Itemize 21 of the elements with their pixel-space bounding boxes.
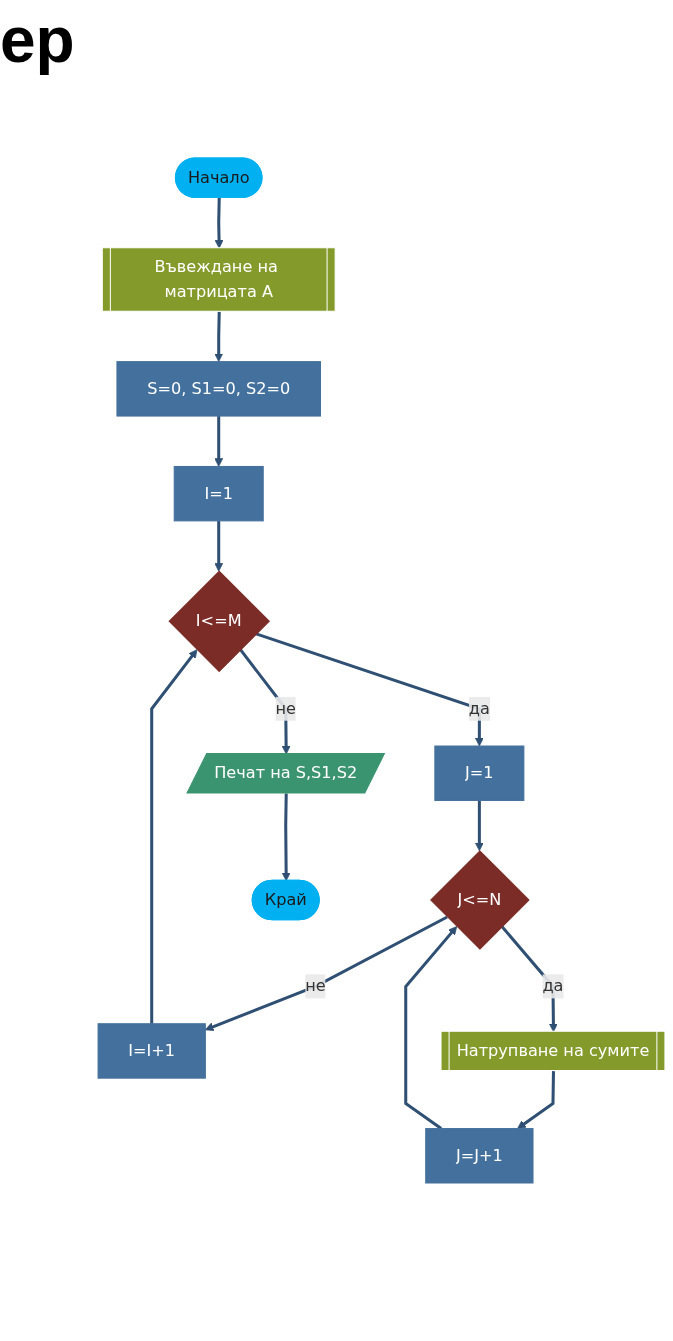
node-diamond: I<=M [168,570,270,673]
node-diamond: J<=N [430,850,530,950]
arrow [214,416,224,467]
arrow [474,800,484,852]
edge-label: не [305,976,326,996]
arrow [517,1071,555,1129]
node-box: J=1 [434,745,525,801]
arrow [404,926,458,1130]
node-box: J=J+1 [425,1128,534,1184]
edge-label: не [275,698,296,718]
arrow [281,793,291,882]
arrow [214,520,224,572]
edge-label: да [542,976,564,996]
node-box: I=1 [173,465,264,522]
title: ер [0,3,75,78]
node-box: I=I+1 [97,1023,206,1079]
arrow [150,649,198,1024]
arrow [214,311,224,362]
arrow [255,632,484,747]
edge-label: да [468,698,490,718]
node-box: S=0, S1=0, S2=0 [116,361,321,417]
